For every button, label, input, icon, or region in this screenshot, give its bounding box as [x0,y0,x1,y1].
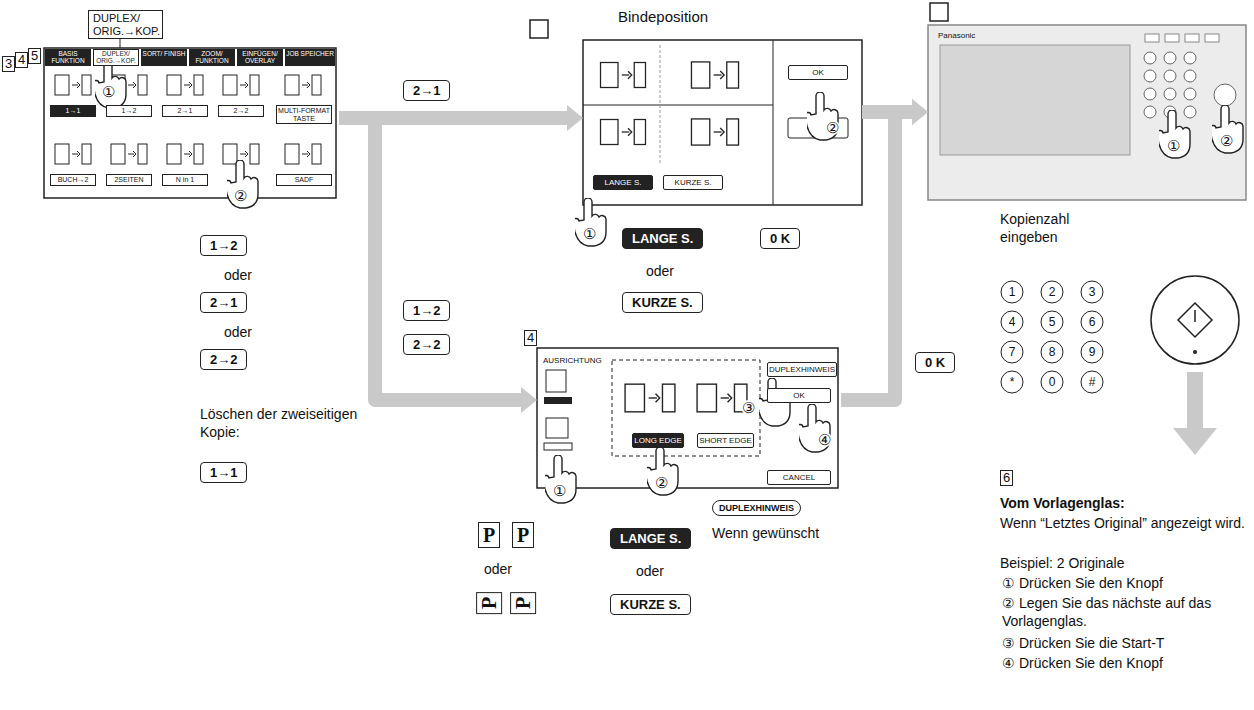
button-label: 2→2 [403,334,450,355]
note-text: ① Drücken Sie den Knopf [1002,574,1250,592]
step-number: 4 [15,52,28,68]
button-label: DUPLEXHINWEIS [712,500,801,516]
panel-text: SORT/ FINISH [141,49,187,66]
callout-number: ④ [817,432,832,447]
orientation-icon: P [476,592,502,614]
callout-number: ① [552,483,567,498]
panel-text: JOB SPEICHER [285,49,335,66]
callout-number: ② [654,475,669,490]
panel-text: EINFÜGEN/ OVERLAY [237,49,283,66]
panel-text: 2→1 [162,105,208,117]
panel-text: DUPLEX/ ORIG.→KOP. [93,49,139,66]
button-label: 1→2 [403,300,450,321]
panel-text: BASIS FUNKTION [45,49,91,66]
key-digit: 9 [1082,344,1102,360]
callout-number: ② [1219,133,1234,148]
callout-number: ① [1166,138,1181,153]
button-label: KURZE S. [610,594,691,615]
key-digit: 8 [1042,344,1062,360]
note-text: ② Legen Sie das nächste auf das Vorlagen… [1002,594,1250,630]
note-text: ③ Drücken Sie die Start-T [1002,634,1250,652]
callout-number: ① [101,84,116,99]
arrow-head [912,99,928,125]
key-digit: 0 [1042,374,1062,390]
note-text: oder [224,266,252,284]
key-digit: * [1002,374,1022,390]
button-label: 2→1 [403,80,450,101]
panel-text: 2SEITEN [106,174,152,186]
panel-text: LONG EDGE [632,433,684,448]
panel-text: LANGE S. [593,175,653,190]
arrow-head [912,99,928,125]
callout-number: ② [233,188,248,203]
callout-number: ② [825,120,840,135]
callout-number: ① [582,226,597,241]
step-number: 4 [524,330,537,346]
button-label: 0 K [915,352,955,373]
step-number: 6 [1000,470,1013,486]
arrow-shaft [339,118,521,400]
panel-text: 2→2 [218,105,264,117]
panel-text: N in 1 [162,174,208,186]
button-label: KURZE S. [622,292,703,313]
key-digit: 5 [1042,314,1062,330]
note-text: Löschen der zweiseitigen Kopie: [200,405,375,441]
panel-text: KURZE S. [663,175,723,190]
note-text: oder [484,560,512,578]
note-text: oder [646,262,674,280]
panel-text: OK [767,388,831,403]
callout-number: ③ [741,400,756,415]
panel-text: 1→1 [50,105,96,117]
panel-text: MULTI-FORMAT TASTE [276,105,332,124]
arrow-head [521,387,537,413]
arrow-shaft [841,112,912,400]
button-label: LANGE S. [610,528,691,549]
note-text: Kopienzahl eingeben [1000,210,1110,246]
panel-text: SHORT EDGE [697,433,754,448]
key-digit: 7 [1002,344,1022,360]
key-digit: 4 [1002,314,1022,330]
button-label: 0 K [760,228,800,249]
note-text: oder [224,323,252,341]
key-digit: 2 [1042,284,1062,300]
note-text: Beispiel: 2 Originale [1000,554,1250,572]
panel-text: OK [788,65,848,80]
button-label: 2→2 [200,349,247,370]
button-label: 2→1 [200,292,247,313]
panel-text: ZOOM/ FUNKTION [189,49,235,66]
note-text: oder [636,562,664,580]
button-label: 1→2 [200,235,247,256]
orientation-icon: P [512,522,534,548]
orientation-panel: AUSRICHTUNG LONG EDGE SHORT EDGE DUPLEXHINW… [537,348,841,489]
step-number: 3 [2,56,15,72]
note-text: Wenn “Letztes Original” angezeigt wird. [1000,514,1250,532]
button-label: LANGE S. [622,228,703,249]
control-panel: Panasonic [928,25,1246,200]
panel-text: Panasonic [938,31,975,40]
panel-text: BUCH→2 [50,174,96,186]
panel-text: SADF [276,174,332,186]
key-digit: # [1082,374,1102,390]
binding-panel: BindepositionLANGE S.KURZE S.OK [583,40,862,205]
orientation-icon: P [478,522,500,548]
orientation-icon: P [510,592,536,614]
panel-text: DUPLEXHINWEIS [767,362,837,377]
tab-callout: DUPLEX/ ORIG.→KOP. [88,10,163,39]
note-text: ④ Drücken Sie den Knopf [1002,654,1250,672]
note-text: Wenn gewünscht [712,524,819,542]
panel-text: 1→2 [106,105,152,117]
key-digit: 1 [1002,284,1022,300]
note-text: Vom Vorlagenglas: [1000,494,1250,512]
arrow-head [567,105,583,131]
flow-arrow [339,118,537,413]
panel-text: Bindeposition [618,8,708,25]
button-label: 1→1 [200,462,247,483]
key-digit: 3 [1082,284,1102,300]
touch-screen: BASIS FUNKTIONDUPLEX/ ORIG.→KOP.SORT/ FI… [44,48,339,198]
panel-text: AUSRICHTUNG [543,356,602,365]
step-number: 5 [28,48,41,64]
panel-text: CANCEL [767,470,831,485]
key-digit: 6 [1082,314,1102,330]
